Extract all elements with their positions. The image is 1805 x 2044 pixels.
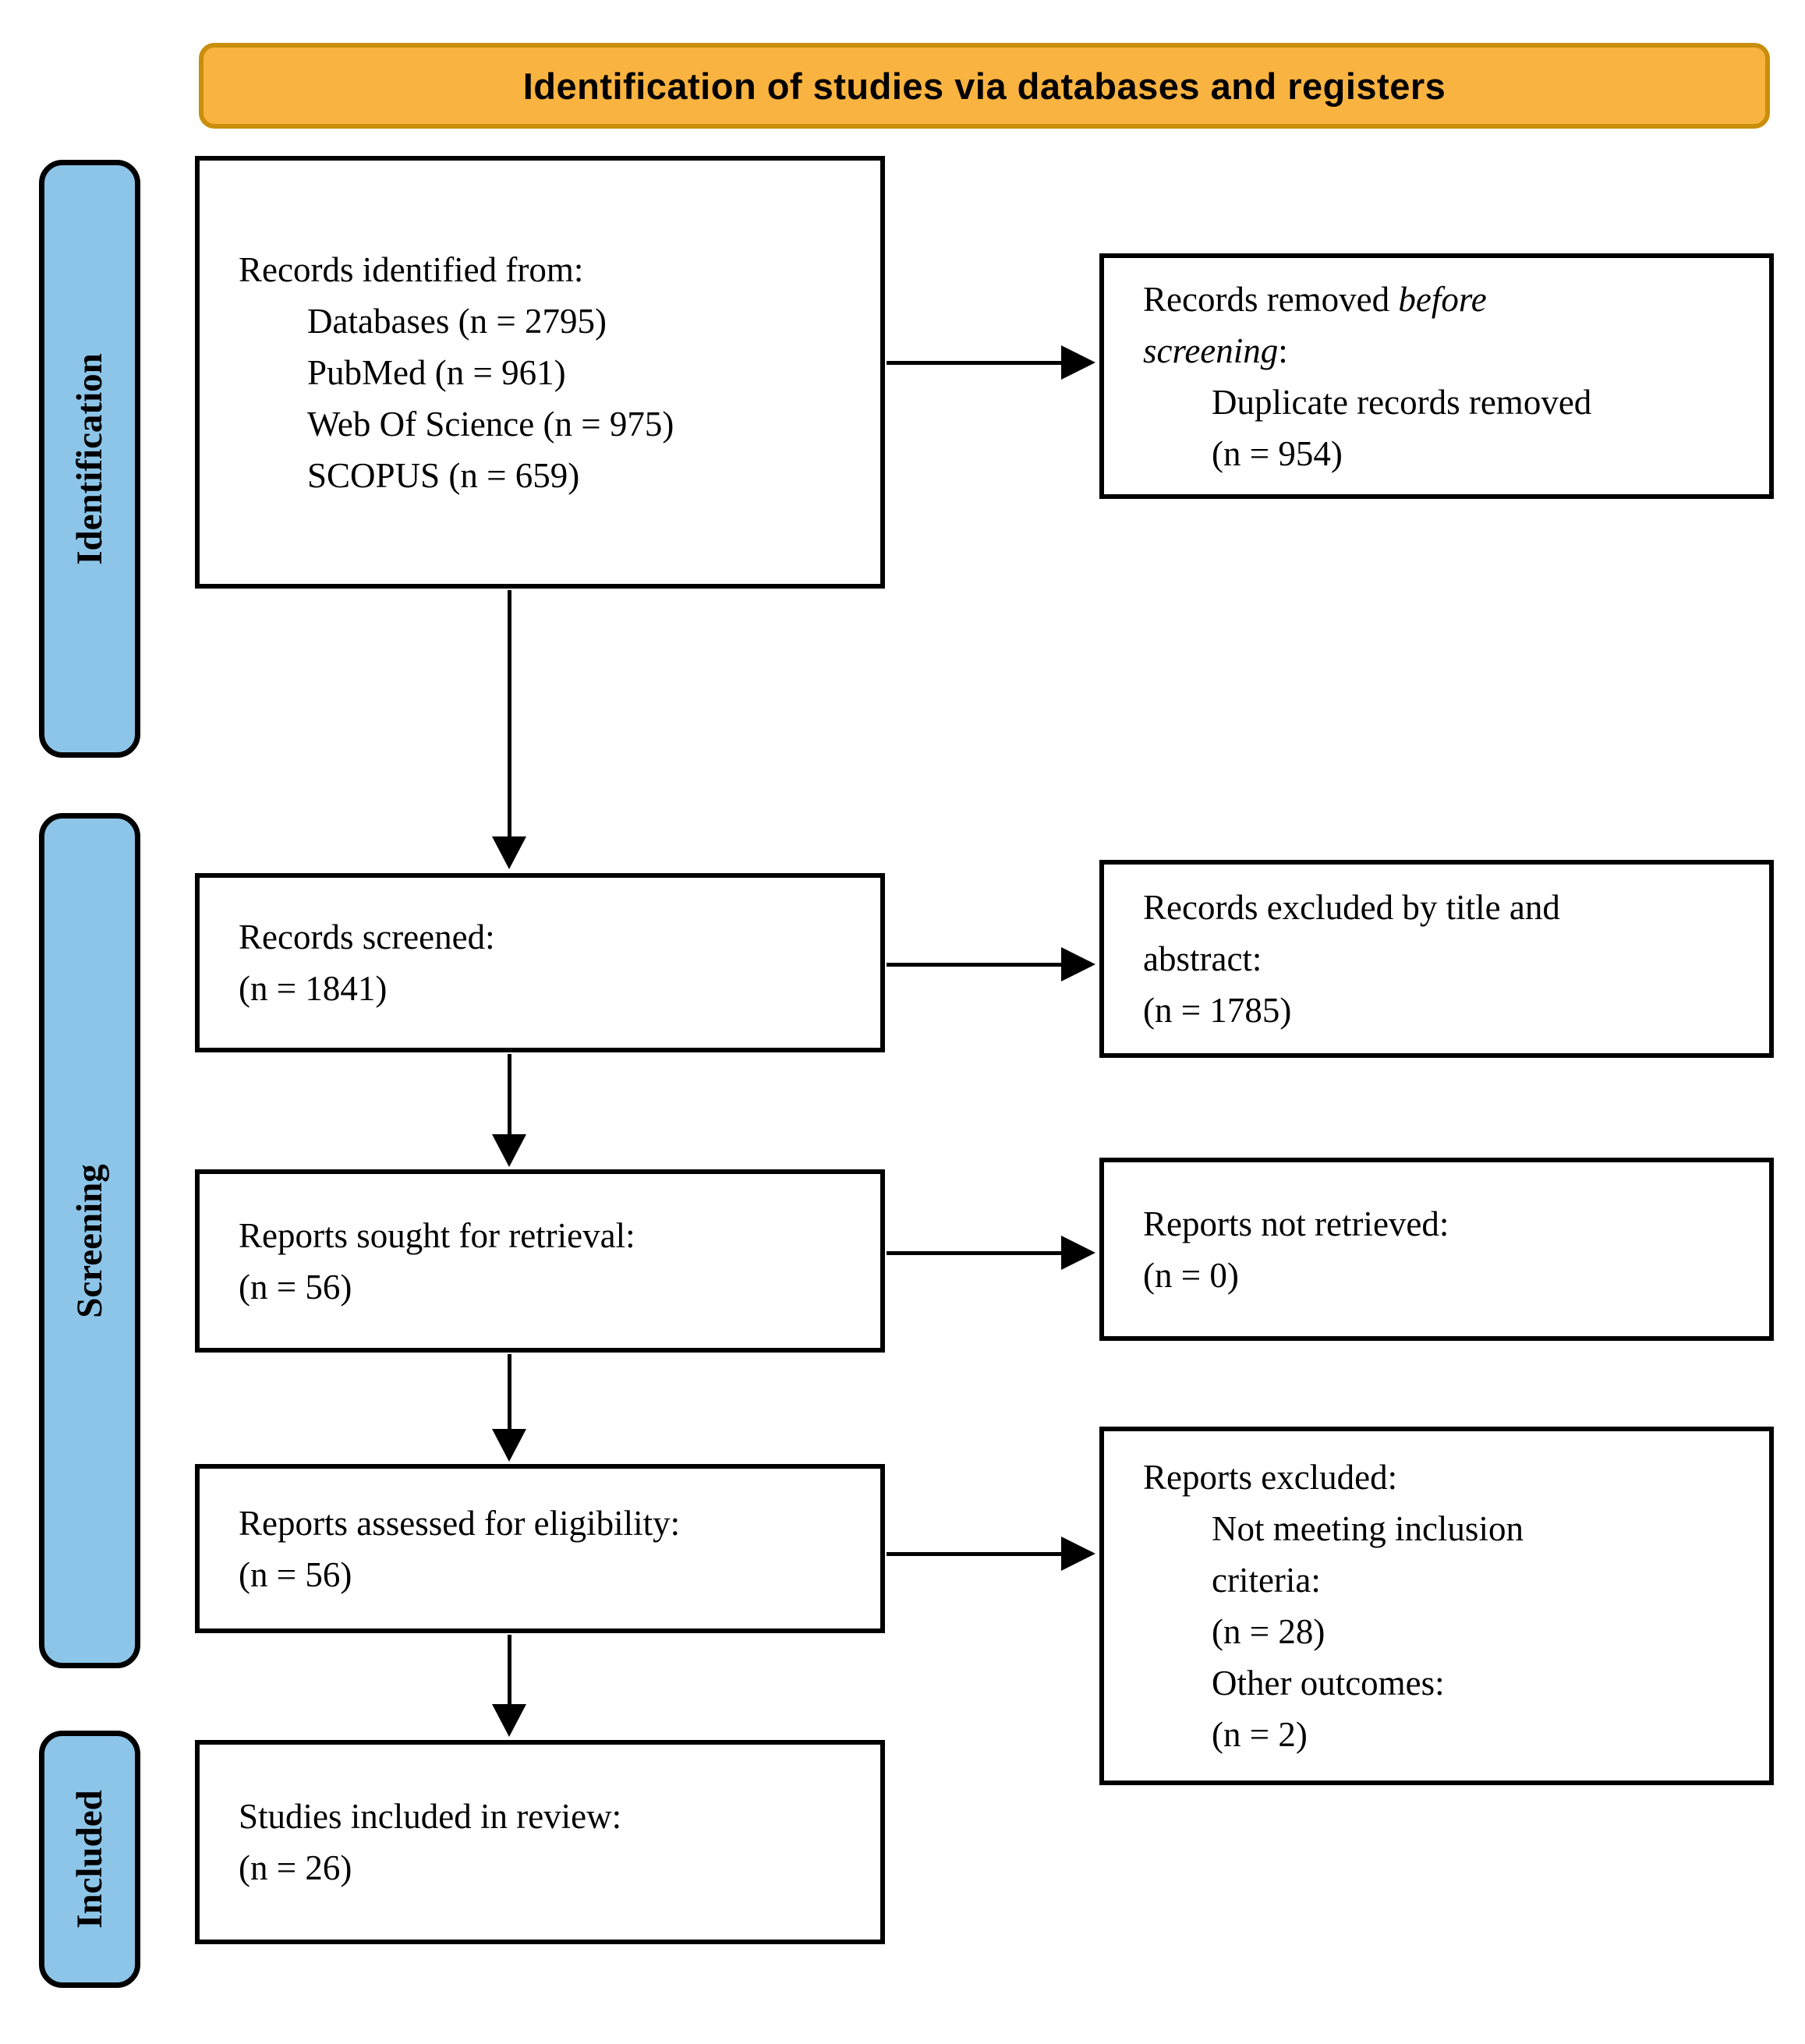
box-records-identified: Records identified from: Databases (n = 2…: [195, 156, 885, 589]
box-text-line: (n = 1841): [239, 969, 388, 1008]
box-text-line: Not meeting inclusion: [1212, 1509, 1524, 1548]
box-text-line: (n = 954): [1212, 433, 1343, 473]
arrow-head-icon: [1061, 1236, 1095, 1270]
box-text-line: criteria:: [1212, 1561, 1321, 1600]
box-text-line: abstract:: [1143, 939, 1262, 978]
box-text-line: (n = 1785): [1143, 991, 1292, 1030]
banner: Identification of studies via databases …: [199, 43, 1770, 129]
box-text-line: Reports excluded:: [1143, 1458, 1398, 1497]
arrow-shaft: [887, 963, 1064, 967]
box-studies-included: Studies included in review: (n = 26): [195, 1740, 885, 1944]
stage-screening-label: Screening: [69, 1163, 111, 1318]
stage-included-label: Included: [69, 1790, 111, 1929]
stage-included: Included: [39, 1731, 140, 1988]
arrow-assessed-to-included-icon: [492, 1635, 526, 1737]
box-records-removed: Records removed before screening: Duplicat…: [1099, 253, 1774, 499]
arrow-sought-to-assessed-icon: [492, 1354, 526, 1462]
box-text-line: (n = 26): [239, 1848, 352, 1887]
arrow-head-icon: [492, 1134, 526, 1167]
box-text-line: Other outcomes:: [1212, 1664, 1445, 1703]
box-text-line: Databases (n = 2795): [307, 301, 607, 341]
arrow-shaft: [508, 1635, 511, 1707]
box-text-line: Web Of Science (n = 975): [307, 404, 674, 444]
arrow-shaft: [508, 590, 511, 840]
stage-screening: Screening: [39, 813, 140, 1668]
box-reports-sought: Reports sought for retrieval: (n = 56): [195, 1169, 885, 1353]
arrow-shaft: [887, 1552, 1064, 1556]
box-text-line: (n = 56): [239, 1554, 352, 1594]
arrow-head-icon: [492, 836, 526, 869]
box-text-line: Records screened:: [239, 918, 495, 957]
box-reports-not-retrieved: Reports not retrieved: (n = 0): [1099, 1158, 1774, 1341]
arrow-head-icon: [492, 1429, 526, 1462]
arrow-head-icon: [1061, 345, 1095, 380]
arrow-screened-to-sought-icon: [492, 1054, 526, 1167]
arrow-head-icon: [1061, 947, 1095, 981]
arrow-head-icon: [1061, 1537, 1095, 1571]
box-text-line: (n = 56): [239, 1267, 352, 1307]
arrow-shaft: [887, 361, 1064, 365]
stage-identification-label: Identification: [69, 352, 110, 565]
box-text-line: Reports sought for retrieval:: [239, 1215, 635, 1255]
box-records-screened: Records screened: (n = 1841): [195, 873, 885, 1052]
box-records-excluded: Records excluded by title and abstract: (n…: [1099, 860, 1774, 1058]
arrow-head-icon: [492, 1704, 526, 1737]
box-text-line: PubMed (n = 961): [307, 352, 566, 392]
banner-title: Identification of studies via databases …: [522, 65, 1446, 107]
box-text-line: Records removed before: [1143, 279, 1487, 319]
box-text-line: Studies included in review:: [239, 1797, 622, 1836]
arrow-shaft: [508, 1354, 511, 1432]
box-text-line: (n = 0): [1143, 1255, 1239, 1295]
box-text-line: Reports assessed for eligibility:: [239, 1503, 681, 1543]
box-text-line: SCOPUS (n = 659): [307, 455, 580, 495]
box-text-line: Duplicate records removed: [1212, 382, 1592, 422]
arrow-assessed-to-reports-excluded-icon: [887, 1537, 1095, 1571]
arrow-identified-to-removed-icon: [887, 345, 1095, 380]
box-reports-excluded: Reports excluded: Not meeting inclusion cr…: [1099, 1427, 1774, 1785]
arrow-shaft: [508, 1054, 511, 1137]
stage-identification: Identification: [39, 160, 140, 758]
box-text-line: Records identified from:: [239, 249, 584, 289]
arrow-sought-to-not-retrieved-icon: [887, 1236, 1095, 1270]
box-text-line: Records excluded by title and: [1143, 888, 1560, 927]
box-text-line: (n = 2): [1212, 1715, 1308, 1754]
box-text-line: screening:: [1143, 331, 1288, 370]
box-text-line: (n = 28): [1212, 1612, 1325, 1651]
arrow-identified-to-screened-icon: [492, 590, 526, 869]
arrow-screened-to-excluded-icon: [887, 947, 1095, 981]
box-reports-assessed: Reports assessed for eligibility: (n = 56…: [195, 1464, 885, 1633]
box-text-line: Reports not retrieved:: [1143, 1204, 1449, 1243]
arrow-shaft: [887, 1251, 1064, 1255]
